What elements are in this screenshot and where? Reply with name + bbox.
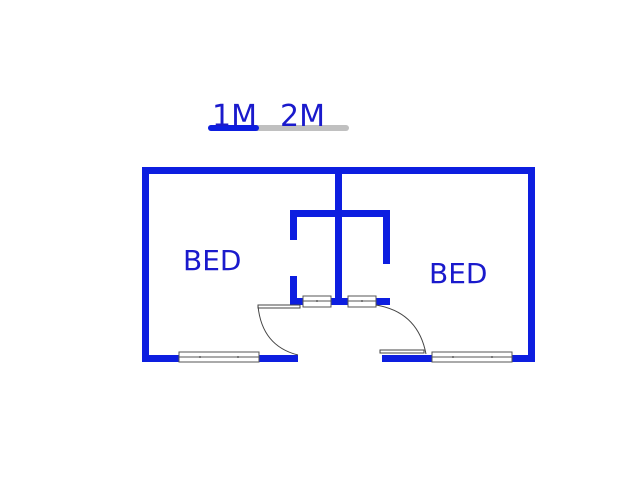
wall-bottom-left-inner xyxy=(256,355,298,362)
wall-bottom-left xyxy=(142,355,182,362)
room-label-bed-left: BED xyxy=(183,244,241,277)
door-swing-left xyxy=(257,304,301,356)
wall-passage-bottom xyxy=(290,298,390,305)
scale-label-1m: 1M xyxy=(212,99,257,134)
wall-closet-top xyxy=(290,210,390,217)
wall-left xyxy=(142,167,149,362)
scale-label-2m: 2M xyxy=(280,99,325,134)
scale-bar: 1M 2M xyxy=(208,99,349,134)
wall-closet-left-lower xyxy=(290,276,297,305)
wall-closet-right xyxy=(383,210,390,264)
sliding-door-closet-right xyxy=(347,295,377,308)
wall-right xyxy=(528,167,535,362)
wall-bottom-right xyxy=(510,355,535,362)
wall-closet-left-upper xyxy=(290,210,297,240)
window-bottom-left xyxy=(178,351,260,363)
door-swing-right xyxy=(375,304,427,355)
window-bottom-right xyxy=(431,351,513,363)
wall-bottom-right-inner xyxy=(382,355,434,362)
wall-center-partition xyxy=(335,167,342,305)
room-label-bed-right: BED xyxy=(429,257,487,290)
sliding-door-closet-left xyxy=(302,295,332,308)
walls xyxy=(142,167,535,362)
